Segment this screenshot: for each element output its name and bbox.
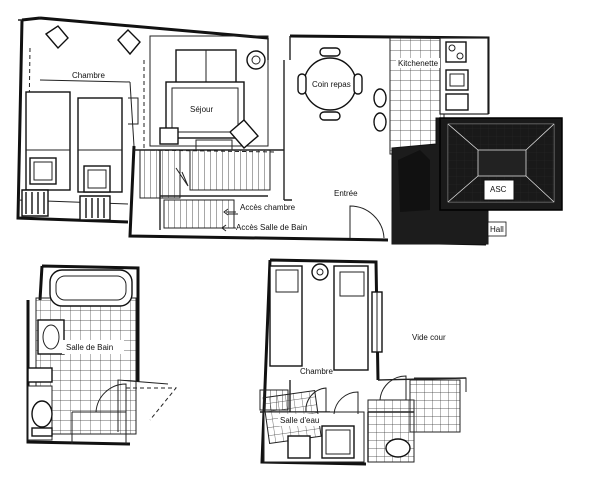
label-salle-d-eau: Salle d'eau	[280, 416, 319, 425]
label-salle-de-bain: Salle de Bain	[66, 343, 113, 352]
toilet-sdb	[31, 400, 53, 428]
label-acces-salle-de-bain: Accès Salle de Bain	[236, 223, 307, 232]
chair-repas-left	[297, 73, 307, 95]
chair-left	[21, 189, 49, 217]
asc-stairwell: ASC	[439, 117, 563, 211]
salle-de-bain-plan: Salle de Bain	[26, 264, 178, 446]
label-coin-repas: Coin repas	[312, 80, 351, 89]
chambre-top-room: Chambre	[17, 25, 141, 221]
sejour-room: Séjour	[143, 35, 277, 153]
asc-elevator	[483, 179, 515, 201]
chair-repas-bottom	[319, 111, 341, 121]
washbasin-lower	[321, 425, 355, 459]
washbasin-counter	[37, 319, 65, 355]
shower-tray	[287, 435, 311, 459]
chair-repas-top	[319, 47, 341, 57]
label-chambre-bottom: Chambre	[300, 367, 333, 376]
label-vide-cour: Vide cour	[412, 333, 446, 342]
toilet-lower	[385, 438, 411, 458]
cooktop	[445, 41, 467, 63]
coin-repas-area: Coin repas	[297, 47, 387, 132]
entree-door	[349, 205, 385, 239]
chair-repas-right	[353, 73, 363, 95]
sdb-door	[95, 383, 127, 413]
kitchenette-area: Kitchenette	[389, 37, 489, 155]
door-right-lower	[379, 375, 407, 401]
label-acces-chambre: Accès chambre	[240, 203, 296, 212]
hall-label-group: Hall	[392, 150, 507, 244]
bed-lower-right	[333, 265, 369, 371]
plant-pot	[246, 50, 266, 70]
lower-chambre-plan: Chambre Salle d'eau Vide cour	[259, 258, 467, 466]
sink	[445, 69, 469, 91]
upper-level-plan: Chambre Séjour Accès ch	[16, 16, 563, 246]
bed-lower-left	[269, 265, 303, 367]
label-sejour: Séjour	[190, 105, 213, 114]
armchair-right	[117, 29, 141, 56]
label-hall: Hall	[490, 225, 504, 234]
label-chambre-top: Chambre	[72, 71, 105, 80]
chair-right	[79, 195, 111, 221]
armchair-sejour	[229, 119, 259, 149]
entree-area: Entrée	[283, 60, 385, 239]
label-kitchenette: Kitchenette	[398, 59, 439, 68]
armchair-left	[44, 25, 69, 50]
lamp-lower	[311, 263, 329, 281]
bathtub	[49, 269, 133, 307]
sofa-bed-sejour	[165, 81, 245, 139]
central-staircase: Accès chambre Accès Salle de Bain	[134, 149, 307, 232]
label-asc: ASC	[490, 185, 507, 194]
sdb-walls	[26, 264, 140, 446]
label-entree: Entrée	[334, 189, 358, 198]
